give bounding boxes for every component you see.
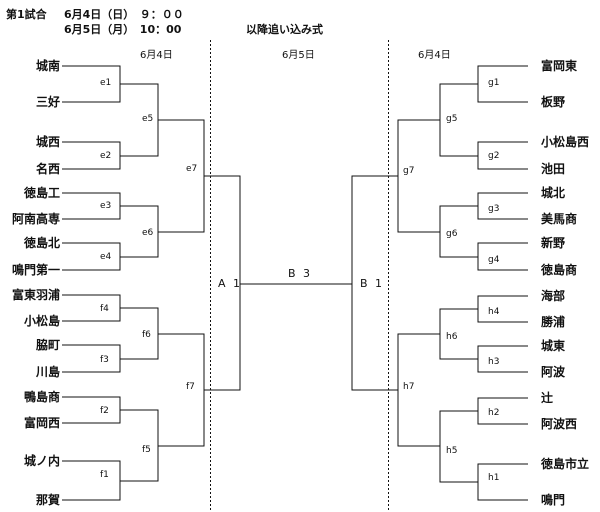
game-h5: h5 [446,446,458,456]
team-right-16: 鳴門 [541,493,566,507]
game-h7: h7 [403,382,415,392]
game-e7: e7 [186,164,198,174]
team-right-14: 阿波西 [541,417,578,431]
team-right-12: 阿波 [541,365,566,379]
team-right-1: 富岡東 [541,59,578,73]
day-label-right: 6月4日 [418,50,451,61]
team-right-9: 海部 [541,289,566,303]
team-left-9: 富東羽浦 [11,288,60,302]
game-f4: f4 [100,304,109,314]
team-left-14: 富岡西 [23,416,60,430]
team-right-4: 池田 [541,162,566,176]
game-B1: B 1 [360,277,385,290]
team-right-3: 小松島西 [541,135,590,149]
team-right-6: 美馬商 [541,212,578,226]
game-f1: f1 [100,470,109,480]
game-e5: e5 [142,114,154,124]
day-label-left: 6月4日 [140,50,173,61]
team-left-8: 鳴門第一 [11,263,60,277]
game-g3: g3 [488,204,500,214]
game-B3: B 3 [288,267,313,280]
team-right-11: 城東 [541,339,566,353]
game-e2: e2 [100,151,112,161]
team-right-13: 辻 [541,391,554,405]
format-note: 以降追い込み式 [246,23,323,36]
game-h2: h2 [488,408,500,418]
game-h1: h1 [488,473,500,483]
team-left-4: 名西 [35,162,60,176]
game-e1: e1 [100,78,112,88]
game-f7: f7 [186,382,195,392]
game-g6: g6 [446,229,458,239]
game-h6: h6 [446,332,458,342]
game-e4: e4 [100,252,112,262]
team-left-1: 城南 [35,59,60,73]
team-right-8: 徳島商 [541,263,578,277]
team-right-2: 板野 [541,95,566,109]
team-left-3: 城西 [35,135,60,149]
game-g1: g1 [488,78,500,88]
schedule-day2: 6月5日（月） 10：00 [64,23,182,36]
schedule-day1: 6月4日（日） ９：００ [64,8,184,21]
game-e3: e3 [100,201,112,211]
team-left-16: 那賀 [35,493,60,507]
match-title: 第1試合 [6,8,47,21]
team-right-7: 新野 [541,236,566,250]
team-left-10: 小松島 [23,314,60,328]
team-left-5: 徳島工 [23,186,60,200]
game-f2: f2 [100,406,109,416]
team-left-15: 城ノ内 [23,454,60,468]
game-g4: g4 [488,255,500,265]
team-right-10: 勝浦 [541,315,566,329]
team-left-7: 徳島北 [23,236,60,250]
game-f5: f5 [142,445,151,455]
team-left-13: 鴨島商 [23,390,60,404]
game-A1: A 1 [218,277,243,290]
game-f3: f3 [100,355,109,365]
game-e6: e6 [142,228,154,238]
team-right-15: 徳島市立 [541,457,590,471]
team-left-2: 三好 [35,95,60,109]
game-g2: g2 [488,151,500,161]
team-left-6: 阿南高専 [11,212,60,226]
day-label-center: 6月5日 [282,50,315,61]
game-g5: g5 [446,114,458,124]
game-h4: h4 [488,307,500,317]
team-right-5: 城北 [541,186,566,200]
game-f6: f6 [142,330,151,340]
team-left-11: 脇町 [35,338,60,352]
game-g7: g7 [403,166,415,176]
team-left-12: 川島 [35,365,60,379]
game-h3: h3 [488,357,500,367]
